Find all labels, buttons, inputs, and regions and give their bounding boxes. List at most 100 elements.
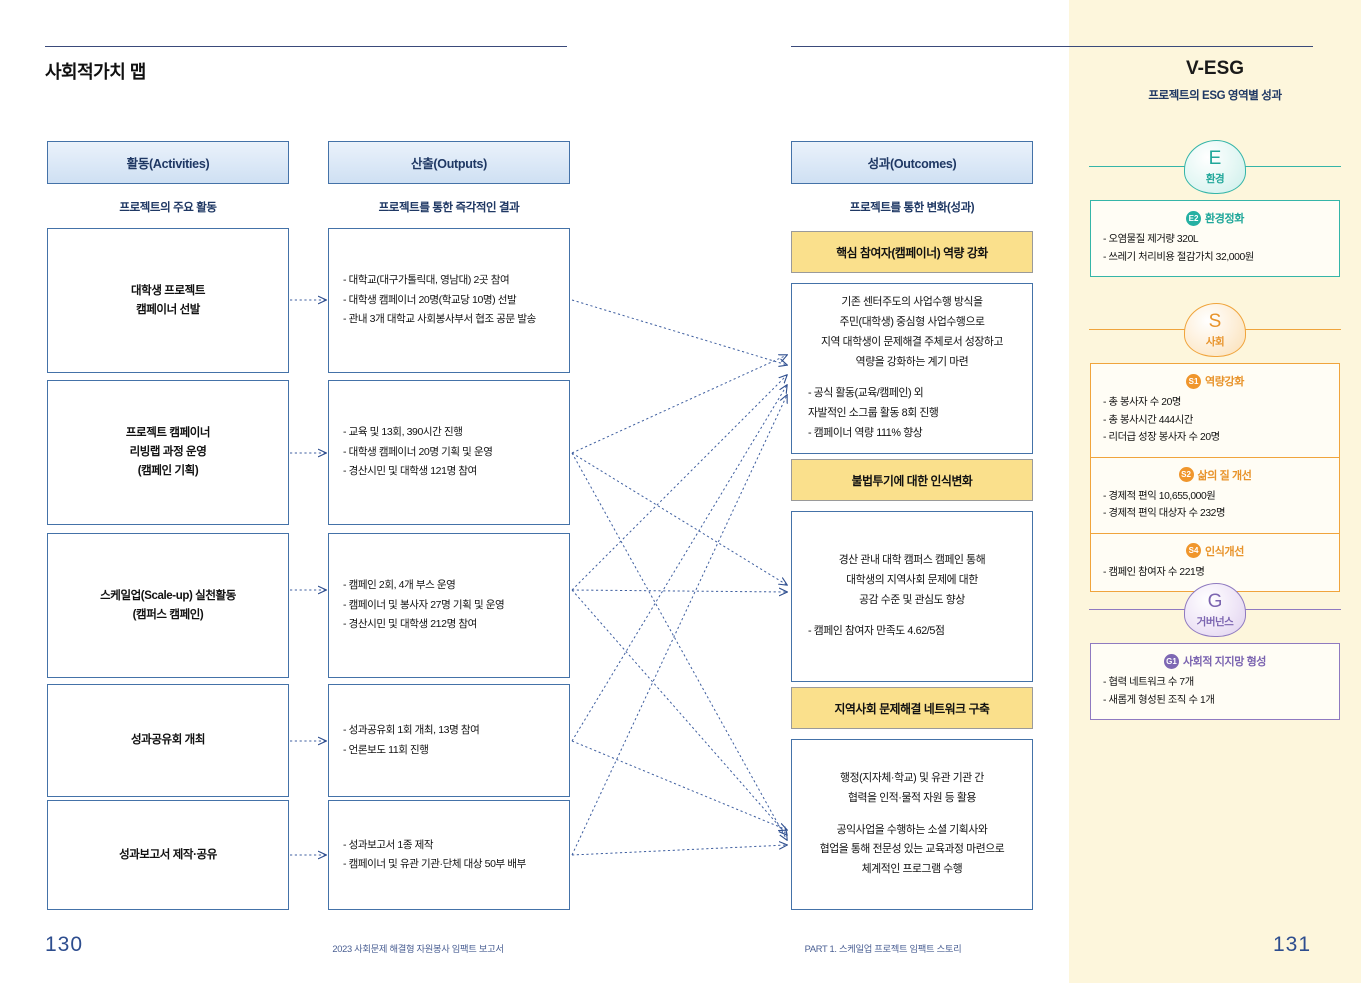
text-line: - 교육 및 13회, 390시간 진행 <box>343 426 463 439</box>
esg-block-title: 역량강화 <box>1205 376 1244 388</box>
esg-block: S2 삶의 질 개선 - 경제적 편익 10,655,000원- 경제적 편익 … <box>1091 456 1339 533</box>
text-line: 프로젝트 캠페이너 <box>125 427 211 440</box>
esg-block: E2 환경정화 - 오염물질 제거량 320L - 쓰레기 처리비용 절감가치 3… <box>1091 201 1339 276</box>
text-line: 역량을 강화하는 계기 마련 <box>855 355 969 368</box>
esg-card-governance: G1 사회적 지지망 형성 - 협력 네트워크 수 7개- 새롭게 형성된 조직… <box>1090 643 1340 720</box>
column-header-activities: 활동(Activities) <box>47 141 289 184</box>
activity-box: 성과공유회 개최 <box>47 684 289 797</box>
text-line: 대학생의 지역사회 문제에 대한 <box>846 573 978 586</box>
esg-section-governance: G 거버넌스 G1 사회적 지지망 형성 - 협력 네트워크 수 7개- 새롭게… <box>1069 583 1361 720</box>
text-line: 대학생 프로젝트 <box>130 284 206 297</box>
text-line: - 총 봉사자 수 20명 <box>1103 397 1181 408</box>
text-line: 스케일업(Scale-up) 실천활동 <box>100 589 236 602</box>
esg-code-chip: S2 <box>1178 467 1194 482</box>
esg-code-chip: E2 <box>1186 210 1202 226</box>
text-line: 경산 관내 대학 캠퍼스 캠페인 통해 <box>838 553 986 566</box>
text-line: - 대학교(대구가톨릭대, 영남대) 2곳 참여 <box>343 274 510 287</box>
esg-section-social: S 사회 S1 역량강화 - 총 봉사자 수 20명 - 총 봉사시간 444시간… <box>1069 303 1361 592</box>
output-box: - 성과공유회 1회 개최, 13명 참여- 언론보도 11회 진행 <box>328 684 570 797</box>
text-line: - 경산시민 및 대학생 121명 참여 <box>343 465 477 478</box>
output-box: - 성과보고서 1종 제작- 캠페이너 및 유관 기관·단체 대상 50부 배부 <box>328 800 570 910</box>
output-items: - 캠페인 2회, 4개 부스 운영 - 캠페이너 및 봉사자 27명 기획 및 … <box>343 576 555 634</box>
text-line: - 대학생 캠페이너 20명 기획 및 운영 <box>343 445 493 458</box>
activity-box: 스케일업(Scale-up) 실천활동(캠퍼스 캠페인) <box>47 533 289 678</box>
text-line: - 캠페인 참여자 수 221명 <box>1103 566 1205 578</box>
esg-header-rule <box>1089 46 1313 47</box>
text-line: 리빙랩 과정 운영 <box>129 446 207 459</box>
text-line: - 공식 활동(교육/캠페인) 외 <box>808 387 924 400</box>
esg-code-chip: S4 <box>1186 543 1202 558</box>
header-rule-middle <box>791 46 1313 47</box>
text-line: - 오염물질 제거량 320L <box>1103 234 1199 245</box>
text-line: - 캠페인 참여자 만족도 4.62/5점 <box>808 625 945 638</box>
output-box: - 교육 및 13회, 390시간 진행 - 대학생 캠페이너 20명 기획 및 … <box>328 380 570 525</box>
activity-box: 성과보고서 제작·공유 <box>47 800 289 910</box>
esg-block-heading: G1 사회적 지지망 형성 <box>1103 653 1327 669</box>
text-line: - 새롭게 형성된 조직 수 1개 <box>1103 694 1215 706</box>
esg-code-chip: S1 <box>1186 373 1202 389</box>
outcome-metrics: - 캠페인 참여자 만족도 4.62/5점 <box>808 622 1016 642</box>
esg-block: S4 인식개선 - 캠페인 참여자 수 221명 <box>1091 532 1339 592</box>
esg-block: G1 사회적 지지망 형성 - 협력 네트워크 수 7개- 새롭게 형성된 조직… <box>1091 644 1339 719</box>
activity-label: 성과공유회 개최 <box>131 731 205 750</box>
text-line: 주민(대학생) 중심형 사업수행으로 <box>839 315 985 328</box>
text-line: - 성과공유회 1회 개최, 13명 참여 <box>343 724 480 737</box>
esg-badge-e: E 환경 <box>1184 140 1246 194</box>
text-line: 협업을 통해 전문성 있는 교육과정 마련으로 <box>819 843 1005 856</box>
text-line: - 리더급 성장 봉사자 수 20명 <box>1103 432 1220 443</box>
text-line: - 경산시민 및 대학생 212명 참여 <box>343 618 477 631</box>
column-subtitle-outputs: 프로젝트를 통한 즉각적인 결과 <box>378 202 520 214</box>
header-rule-left <box>45 46 567 47</box>
output-box: - 캠페인 2회, 4개 부스 운영 - 캠페이너 및 봉사자 27명 기획 및 … <box>328 533 570 678</box>
page-number-right: 131 <box>1273 933 1312 956</box>
text-line: (캠페인 기획) <box>137 464 199 477</box>
column-header-outputs: 산출(Outputs) <box>328 141 570 184</box>
activity-label: 성과보고서 제작·공유 <box>119 846 217 865</box>
output-box: - 대학교(대구가톨릭대, 영남대) 2곳 참여 - 대학생 캠페이너 20명(학… <box>328 228 570 373</box>
esg-block-title: 삶의 질 개선 <box>1197 469 1252 482</box>
esg-block-items: - 캠페인 참여자 수 221명 <box>1103 564 1327 582</box>
outcome-header: 지역사회 문제해결 네트워크 구축 <box>791 687 1033 729</box>
text-line: - 총 봉사시간 444시간 <box>1103 414 1193 426</box>
page-title: 사회적가치 맵 <box>45 62 146 82</box>
esg-code-chip: G1 <box>1163 653 1179 669</box>
esg-block-heading: E2 환경정화 <box>1103 210 1327 226</box>
text-line: - 캠페이너 및 봉사자 27명 기획 및 운영 <box>343 598 505 611</box>
esg-block-heading: S4 인식개선 <box>1103 543 1327 559</box>
column-subtitle-activities: 프로젝트의 주요 활동 <box>119 202 217 214</box>
text-line: - 쓰레기 처리비용 절감가치 32,000원 <box>1103 251 1254 263</box>
esg-block-title: 인식개선 <box>1205 545 1244 558</box>
esg-block-heading: S1 역량강화 <box>1103 373 1327 389</box>
outcome-header: 불법투기에 대한 인식변화 <box>791 459 1033 501</box>
text-line: 기존 센터주도의 사업수행 방식을 <box>841 295 983 308</box>
esg-badge-s: S 사회 <box>1184 303 1246 357</box>
esg-title: V-ESG <box>1185 58 1245 79</box>
esg-block-items: - 협력 네트워크 수 7개- 새롭게 형성된 조직 수 1개 <box>1103 674 1327 709</box>
connector-lines <box>290 0 1069 983</box>
text-line: 행정(지자체·학교) 및 유관 기관 간 <box>840 771 984 784</box>
text-line: - 관내 3개 대학교 사회봉사부서 협조 공문 발송 <box>343 313 536 326</box>
text-line: - 캠페인 2회, 4개 부스 운영 <box>343 579 456 592</box>
outcome-metrics: - 공식 활동(교육/캠페인) 외 자발적인 소그룹 활동 8회 진행- 캠페이… <box>808 384 1016 444</box>
text-line: 공익사업을 수행하는 소셜 기획사와 <box>836 823 988 836</box>
output-items: - 성과공유회 1회 개최, 13명 참여- 언론보도 11회 진행 <box>343 721 555 760</box>
output-items: - 성과보고서 1종 제작- 캠페이너 및 유관 기관·단체 대상 50부 배부 <box>343 836 555 875</box>
column-subtitle-outcomes: 프로젝트를 통한 변화(성과) <box>849 202 975 214</box>
activity-label: 스케일업(Scale-up) 실천활동(캠퍼스 캠페인) <box>100 587 236 625</box>
esg-block-items: - 오염물질 제거량 320L - 쓰레기 처리비용 절감가치 32,000원 <box>1103 231 1327 266</box>
footer-caption-left: 2023 사회문제 해결형 자원봉사 임팩트 보고서 <box>332 944 504 954</box>
text-line: - 대학생 캠페이너 20명(학교당 10명) 선발 <box>343 293 517 306</box>
esg-card-social: S1 역량강화 - 총 봉사자 수 20명 - 총 봉사시간 444시간 - 리더급… <box>1090 363 1340 592</box>
page-number-left: 130 <box>45 933 84 956</box>
text-line: 체계적인 프로그램 수행 <box>861 863 963 876</box>
